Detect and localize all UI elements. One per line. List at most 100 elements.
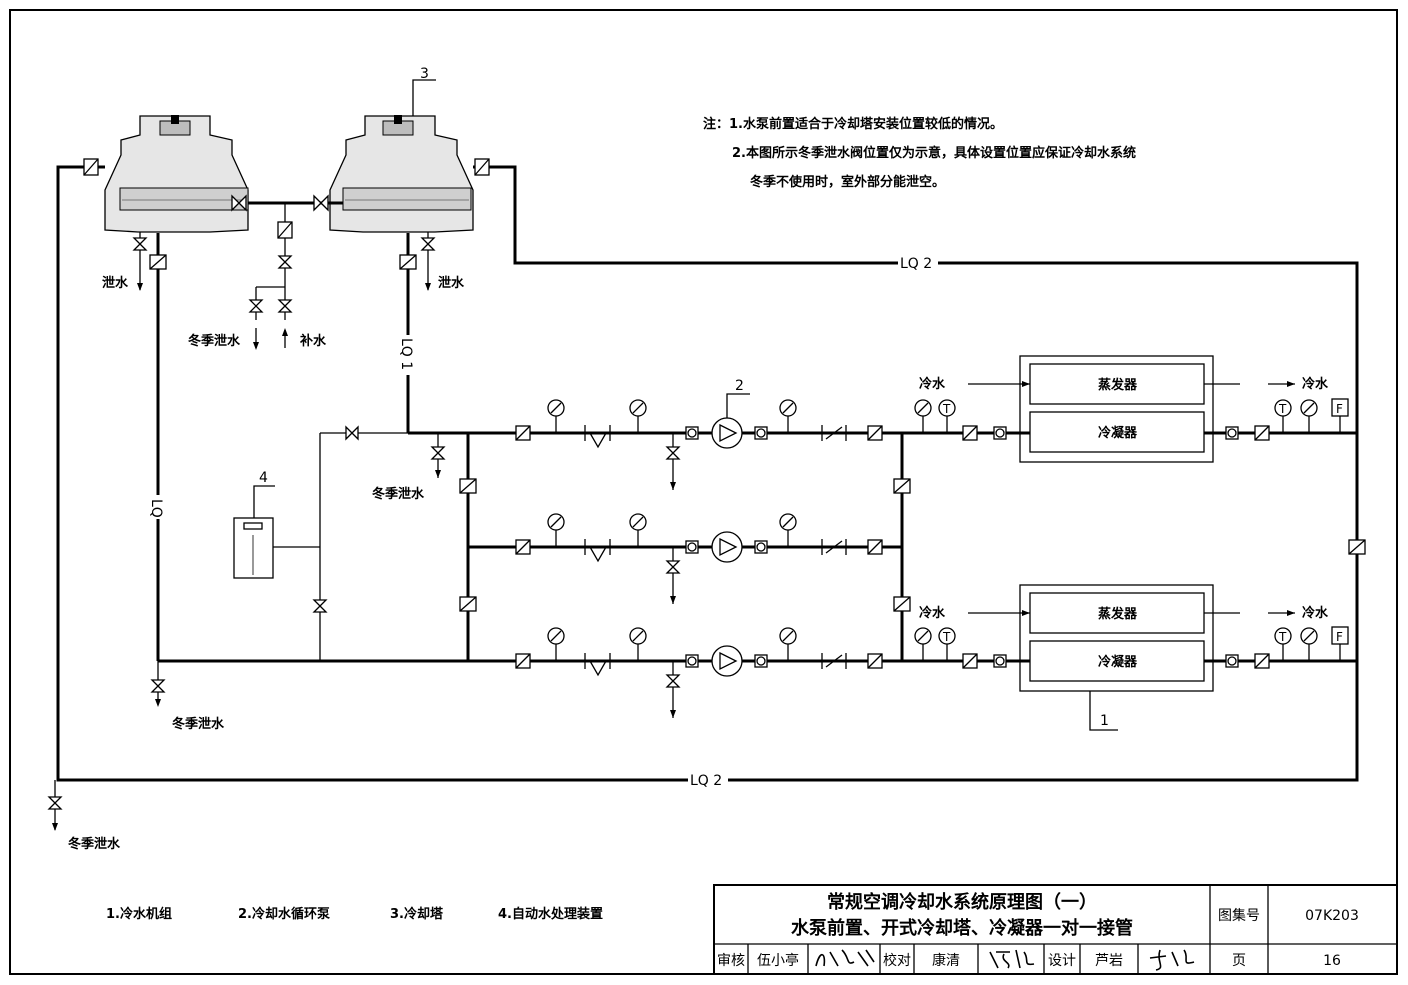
reviewer-signature [815,949,875,967]
reviewer-name: 伍小亭 [757,952,799,969]
gate-valve [248,299,264,313]
flex-joint [459,478,477,494]
flex-joint [867,653,883,669]
evaporator-label-lower: 蒸发器 [1098,606,1138,622]
pressure-gauge [547,513,565,547]
item-number-3: 3 [420,66,429,82]
drain-arrow-head [435,470,441,478]
review-label: 审核 [717,953,745,969]
title-line-2: 水泵前置、开式冷却塔、冷凝器一对一接管 [791,917,1133,939]
pressure-gauge [629,399,647,433]
title-line-1: 常规空调冷却水系统原理图（一） [827,891,1097,913]
winter-drain-label-bottom: 冬季泄水 [172,716,225,732]
circulation-pump [711,531,743,563]
chilled-water-label-1: 冷水 [919,376,946,392]
flex-connector [685,540,699,554]
flex-joint [83,158,99,176]
condenser-upper-fittings [914,398,1349,441]
gate-valve [277,299,293,313]
arrow-head [1287,610,1295,616]
arrow-head [1022,381,1030,387]
drain-valve [665,661,681,718]
gate-valve [150,679,166,693]
strainer [584,539,611,563]
pressure-gauge [547,399,565,433]
title-block [713,884,1398,975]
drain-valve [665,547,681,604]
winter-drain-label-loop: 冬季泄水 [68,836,121,852]
thermometer-symbol: T [942,402,951,416]
main-pipes [54,165,1359,830]
winter-drain-label: 冬季泄水 [188,333,241,349]
atlas-label: 图集号 [1218,907,1260,924]
pressure-gauge [629,627,647,661]
chiller-upper [1019,355,1214,463]
check-valve [821,653,847,669]
check-label: 校对 [883,952,911,969]
flex-connector [993,654,1007,668]
legend-item-1: 1.冷水机组 [106,906,172,922]
drain-arrow-head [137,283,143,291]
gate-valve [420,237,436,251]
pump-row-2 [515,513,883,604]
flow-switch [1331,626,1349,661]
lq2-bottom-label: LQ 2 [690,773,722,789]
flex-connector [754,654,768,668]
item-number-1: 1 [1100,713,1109,729]
drain-arrow-head [155,699,161,707]
flex-joint [149,254,167,270]
lq-left-mask [150,495,166,519]
note-line-2: 2.本图所示冬季泄水阀位置仅为示意，具体设置位置应保证冷却水系统 [732,145,1136,161]
chilled-water-label-2: 冷水 [1302,376,1329,392]
butterfly-valve [231,194,247,212]
designer-name: 芦岩 [1095,953,1123,969]
strainer [584,653,611,677]
circulation-pump [711,417,743,449]
evaporator-label-upper: 蒸发器 [1098,377,1138,393]
drain-valve [665,433,681,490]
legend-item-2: 2.冷却水循环泵 [238,906,330,922]
flex-joint [962,653,978,669]
flex-joint [962,425,978,441]
lq-left-label: LQ [148,499,164,518]
thermometer [938,627,956,661]
thermometer [1274,627,1292,661]
item-number-2: 2 [735,378,744,394]
leader-treatment [253,485,275,518]
chilled-water-label-3: 冷水 [919,605,946,621]
drain-label-right: 泄水 [438,275,465,291]
flex-joint [1348,539,1366,555]
arrow-head [1287,381,1295,387]
pump-row-1 [515,399,883,490]
condenser-label-lower: 冷凝器 [1098,654,1138,670]
gate-valve [345,425,359,441]
pressure-gauge [914,627,932,661]
flex-connector [993,426,1007,440]
flex-connector [685,426,699,440]
flex-connector [754,426,768,440]
pressure-gauge [1300,627,1318,661]
flex-joint [474,158,490,176]
chiller-lower [1019,584,1214,692]
lq1-mask [400,335,416,375]
lq2-bottom-mask [688,772,728,788]
flow-symbol: F [1336,630,1343,644]
gate-valve [47,796,63,810]
pressure-gauge [629,513,647,547]
note-line-1: 注：1.水泵前置适合于冷却塔安装位置较低的情况。 [703,116,1003,132]
flex-connector [1225,426,1239,440]
gate-valve [312,599,328,613]
drain-label-left: 泄水 [102,275,129,291]
flex-joint [515,539,531,555]
page-number: 16 [1323,953,1341,969]
checker-signature [989,949,1035,969]
lq1-label: LQ 1 [398,338,414,370]
circulation-pump [711,645,743,677]
page-label: 页 [1232,953,1246,969]
butterfly-valve [313,194,329,212]
flex-connector [1225,654,1239,668]
pressure-gauge [914,399,932,433]
cooling-tower-left [104,115,249,233]
design-label: 设计 [1048,953,1076,969]
